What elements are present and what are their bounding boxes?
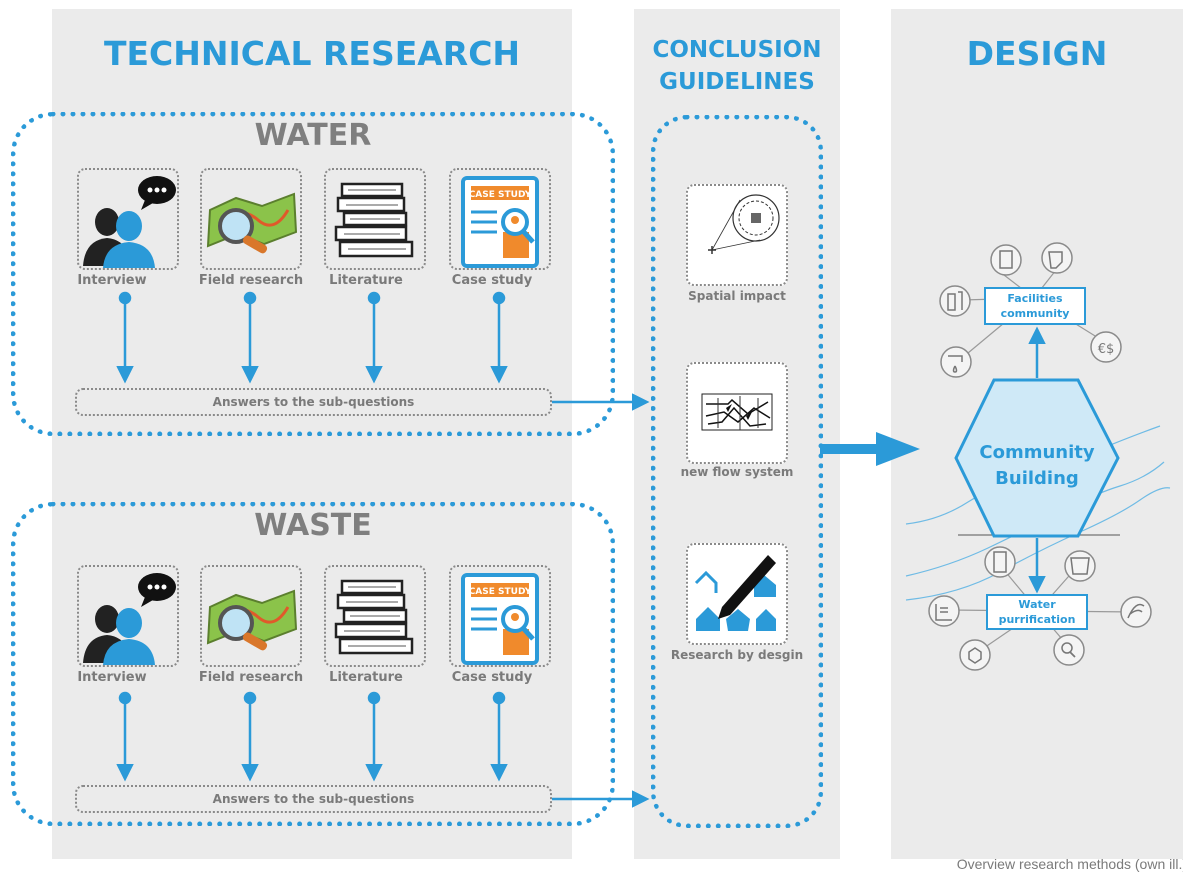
field-research-map-icon [206, 589, 298, 651]
waste-section-title: WASTE [254, 508, 372, 543]
case-study-icon: CASE STUDY [461, 176, 539, 268]
guideline-label-research-by-design: Research by desgin [670, 648, 804, 662]
method-label-case-study: Case study [451, 273, 533, 288]
guideline-label-spatial-impact: Spatial impact [688, 289, 786, 303]
books-icon [334, 182, 414, 258]
literature-card [324, 565, 426, 667]
spatial-impact-icon [708, 194, 780, 254]
field-research-card [200, 565, 302, 667]
case-study-card: CASE STUDY [449, 565, 551, 667]
method-label-field-research: Field research [198, 670, 304, 685]
interview-icon [83, 176, 176, 268]
method-label-interview: Interview [77, 670, 147, 685]
conclusion-heading-line1: CONCLUSION [652, 37, 822, 63]
case-study-icon: CASE STUDY [461, 573, 539, 665]
flow-system-card [686, 362, 788, 464]
water-section-box [11, 112, 615, 436]
technical-research-heading: TECHNICAL RESEARCH [103, 34, 521, 73]
design-heading: DESIGN [966, 34, 1108, 73]
guideline-label-flow-system: new flow system [680, 465, 794, 479]
literature-card [324, 168, 426, 270]
interview-icon [83, 573, 176, 665]
field-research-card [200, 168, 302, 270]
spatial-impact-card [686, 184, 788, 286]
field-research-map-icon [206, 192, 298, 254]
method-label-literature: Literature [329, 670, 403, 685]
method-label-field-research: Field research [198, 273, 304, 288]
design-panel [891, 9, 1183, 859]
flow-system-icon [701, 393, 773, 431]
case-study-badge-text: CASE STUDY [469, 190, 532, 200]
case-study-card: CASE STUDY [449, 168, 551, 270]
research-by-design-card [686, 543, 788, 645]
waste-section-box [11, 502, 615, 826]
case-study-badge-text: CASE STUDY [469, 587, 532, 597]
method-label-literature: Literature [329, 273, 403, 288]
guidelines-box [651, 115, 823, 828]
research-by-design-icon [694, 555, 776, 631]
water-answers-bar: Answers to the sub-questions [75, 388, 552, 416]
books-icon [334, 579, 414, 655]
method-label-case-study: Case study [451, 670, 533, 685]
interview-card [77, 565, 179, 667]
method-label-interview: Interview [77, 273, 147, 288]
waste-answers-bar: Answers to the sub-questions [75, 785, 552, 813]
water-section-title: WATER [254, 118, 372, 153]
figure-caption: Overview research methods (own ill.) [956, 856, 1183, 872]
interview-card [77, 168, 179, 270]
conclusion-heading-line2: GUIDELINES [659, 69, 815, 95]
